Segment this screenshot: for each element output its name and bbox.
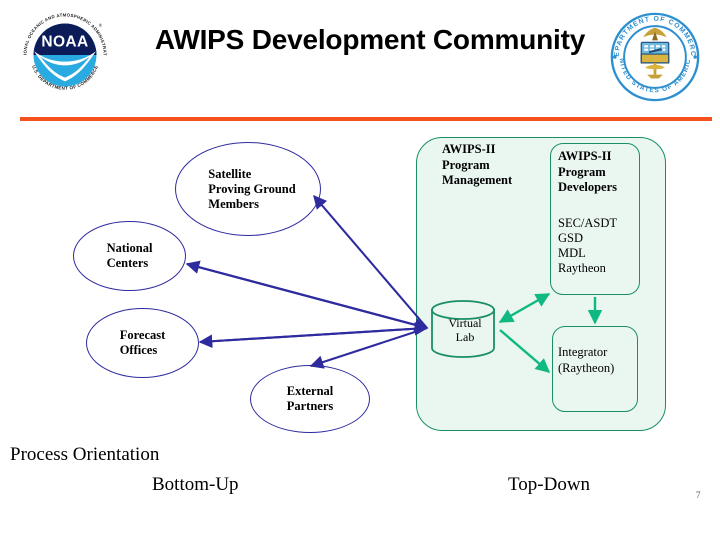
page-number: 7 [696,490,701,500]
ellipse-satellite-proving-ground-members[interactable]: Satellite Proving Ground Members [175,142,321,236]
integrator-box[interactable] [552,326,638,412]
ellipse-forecast-offices[interactable]: Forecast Offices [86,308,199,378]
developers-member-list: SEC/ASDT GSD MDL Raytheon [558,216,618,275]
ellipse-label: National Centers [106,241,153,270]
developers-box-title: AWIPS-II Program Developers [558,149,618,194]
svg-text:®: ® [99,23,103,28]
awips-program-developers-box[interactable] [550,143,640,295]
ellipse-national-centers[interactable]: National Centers [73,221,186,291]
ellipse-label: Satellite Proving Ground Members [208,166,296,211]
label-process-orientation: Process Orientation [10,444,160,465]
integrator-label: Integrator (Raytheon) [558,345,615,375]
noaa-logo: NOAA NATIONAL OCEANIC AND ATMOSPHERIC AD… [16,4,112,102]
ellipse-external-partners[interactable]: External Partners [250,365,370,433]
virtual-lab-label: Virtual Lab [448,316,482,344]
label-top-down: Top-Down [508,474,591,495]
ellipse-label: Forecast Offices [119,328,166,357]
page-title: AWIPS Development Community [154,24,586,55]
virtual-lab-cylinder[interactable] [430,300,496,358]
department-of-commerce-seal-icon: DEPARTMENT OF COMMERCE UNITED STATES OF … [603,3,704,106]
label-bottom-up: Bottom-Up [152,474,239,495]
header-divider [20,117,712,121]
svg-text:NOAA: NOAA [41,34,88,51]
ellipse-label: External Partners [286,384,334,413]
panel-title-program-management: AWIPS-II Program Management [442,142,513,187]
